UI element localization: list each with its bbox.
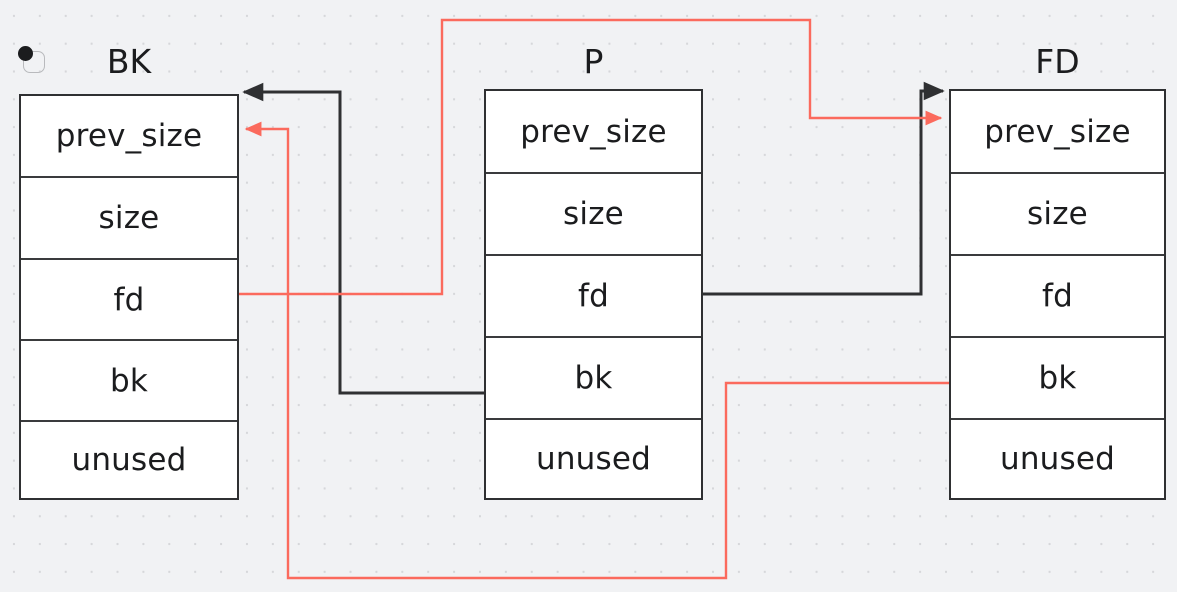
node-p-row-bk[interactable]: bk — [486, 338, 701, 420]
edge-p-fd-to-fd-node — [703, 81, 945, 296]
node-fd-row-prev_size[interactable]: prev_size — [951, 91, 1164, 174]
anchor-square-icon — [23, 51, 45, 73]
node-fd-row-fd[interactable]: fd — [951, 256, 1164, 338]
node-title-bk: BK — [106, 42, 152, 81]
selection-anchor-icon[interactable] — [18, 46, 46, 74]
node-bk-row-prev_size[interactable]: prev_size — [21, 96, 237, 178]
node-p[interactable]: prev_size size fd bk unused — [484, 89, 703, 500]
node-p-row-unused[interactable]: unused — [535, 441, 652, 477]
node-p-row-prev_size[interactable]: prev_size — [486, 91, 701, 174]
node-bk[interactable]: prev_size size fd bk unused — [19, 94, 239, 500]
node-fd[interactable]: prev_size size fd bk unused — [949, 89, 1166, 500]
node-p-row-fd[interactable]: fd — [486, 256, 701, 338]
node-fd-row-bk[interactable]: bk — [951, 338, 1164, 420]
node-bk-row-bk[interactable]: bk — [21, 341, 237, 422]
node-bk-row-size[interactable]: size — [21, 178, 237, 260]
anchor-dot-icon — [18, 46, 33, 61]
node-bk-row-unused[interactable]: unused — [71, 442, 187, 478]
node-p-row-size[interactable]: size — [486, 174, 701, 256]
node-fd-row-unused[interactable]: unused — [999, 441, 1116, 477]
node-bk-row-fd[interactable]: fd — [21, 260, 237, 341]
edge-p-bk-to-bk-node — [242, 82, 484, 395]
node-title-p: P — [583, 42, 604, 81]
node-fd-row-size[interactable]: size — [951, 174, 1164, 256]
node-title-fd: FD — [1035, 42, 1080, 81]
